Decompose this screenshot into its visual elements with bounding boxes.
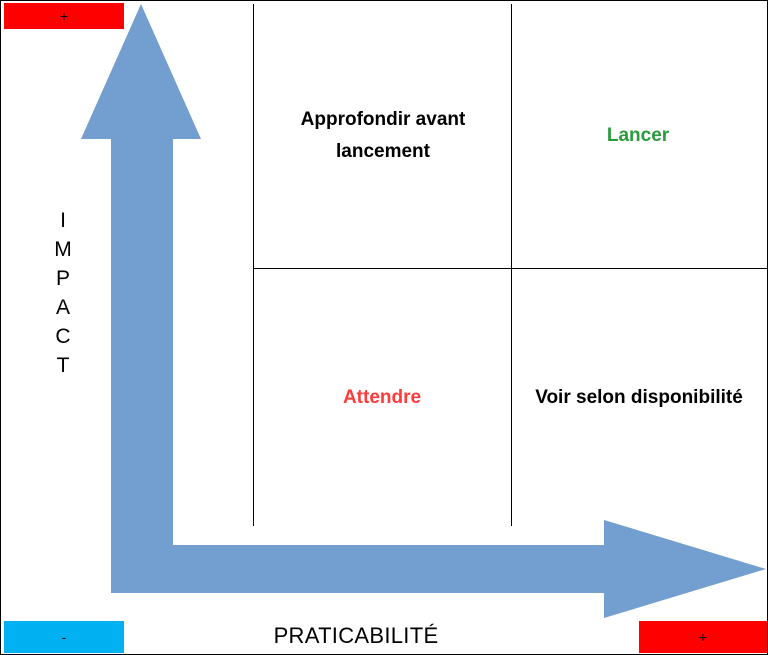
y-axis-label: I M P A C T — [49, 206, 77, 380]
y-axis-letter: I — [60, 209, 66, 232]
grid-line-horizontal — [253, 268, 767, 269]
quadrant-bottom-left-label: Attendre — [342, 387, 422, 408]
y-axis-letter: A — [55, 296, 70, 319]
x-axis-minus-marker: - — [4, 621, 124, 653]
y-axis-plus-text: + — [59, 8, 69, 24]
y-axis-letter: P — [55, 267, 70, 290]
grid-line-vertical-middle — [511, 4, 512, 526]
x-axis-plus-text: + — [698, 629, 708, 645]
y-axis-letter: M — [54, 238, 72, 261]
quadrant-top-left-label: Approfondir avant lancement — [300, 109, 466, 162]
y-axis-plus-marker: + — [4, 3, 124, 29]
l-shaped-axis-arrow — [81, 4, 766, 618]
grid-line-vertical-left — [253, 4, 254, 526]
x-axis-label: PRATICABILITÉ — [273, 623, 439, 648]
quadrant-bottom-right-label: Voir selon disponibilité — [535, 387, 743, 408]
x-axis-plus-marker: + — [639, 621, 767, 653]
quadrant-top-right-label: Lancer — [606, 125, 670, 146]
x-axis-minus-text: - — [61, 629, 67, 645]
y-axis-letter: T — [56, 354, 70, 377]
y-axis-letter: C — [55, 325, 71, 348]
